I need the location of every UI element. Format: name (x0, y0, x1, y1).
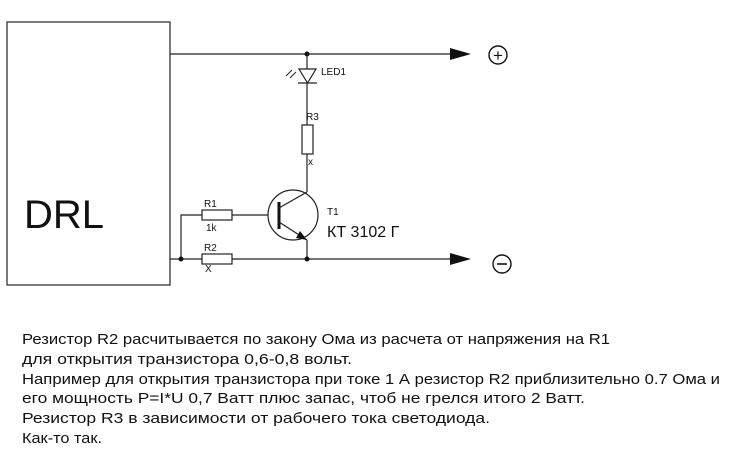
notes: Резистор R2 расчитывается по закону Ома … (22, 331, 720, 447)
r2-label: R2 (204, 243, 217, 254)
r3-label: R3 (306, 112, 319, 123)
r1-value: 1k (206, 223, 218, 234)
light-emission-icon (285, 69, 297, 79)
note-line: для открытия транзистора 0,6-0,8 вольт. (22, 351, 352, 368)
junction-left (178, 256, 184, 262)
r1-label: R1 (204, 199, 217, 210)
junction-bottom (304, 256, 310, 262)
t1-part: КТ 3102 Г (327, 224, 400, 241)
t1-label: T1 (327, 207, 339, 218)
note-line: его мощность P=I*U 0,7 Ватт плюс запас, … (22, 390, 585, 407)
emitter-arrow (296, 231, 307, 240)
r1-resistor (201, 209, 233, 221)
note-line: Как-то так. (22, 430, 102, 447)
r2-value: X (205, 264, 212, 275)
positive-terminal (488, 45, 508, 65)
plus-sign: + (493, 46, 503, 65)
positive-arrow (450, 48, 471, 60)
transistor-t1 (267, 189, 319, 241)
r3-value: x (308, 157, 313, 168)
led-label: LED1 (321, 67, 346, 78)
note-line: Например для открытия транзистора при то… (22, 371, 720, 388)
note-line: Резистор R2 расчитывается по закону Ома … (22, 331, 610, 348)
led-symbol (297, 68, 318, 85)
r3-resistor (301, 124, 314, 155)
negative-terminal (492, 254, 512, 274)
drl-label: DRL (24, 193, 104, 237)
note-line: Резистор R3 в зависимости от рабочего то… (22, 410, 490, 427)
r2-resistor (201, 253, 233, 265)
drl-block (6, 21, 171, 286)
negative-arrow (450, 253, 471, 265)
